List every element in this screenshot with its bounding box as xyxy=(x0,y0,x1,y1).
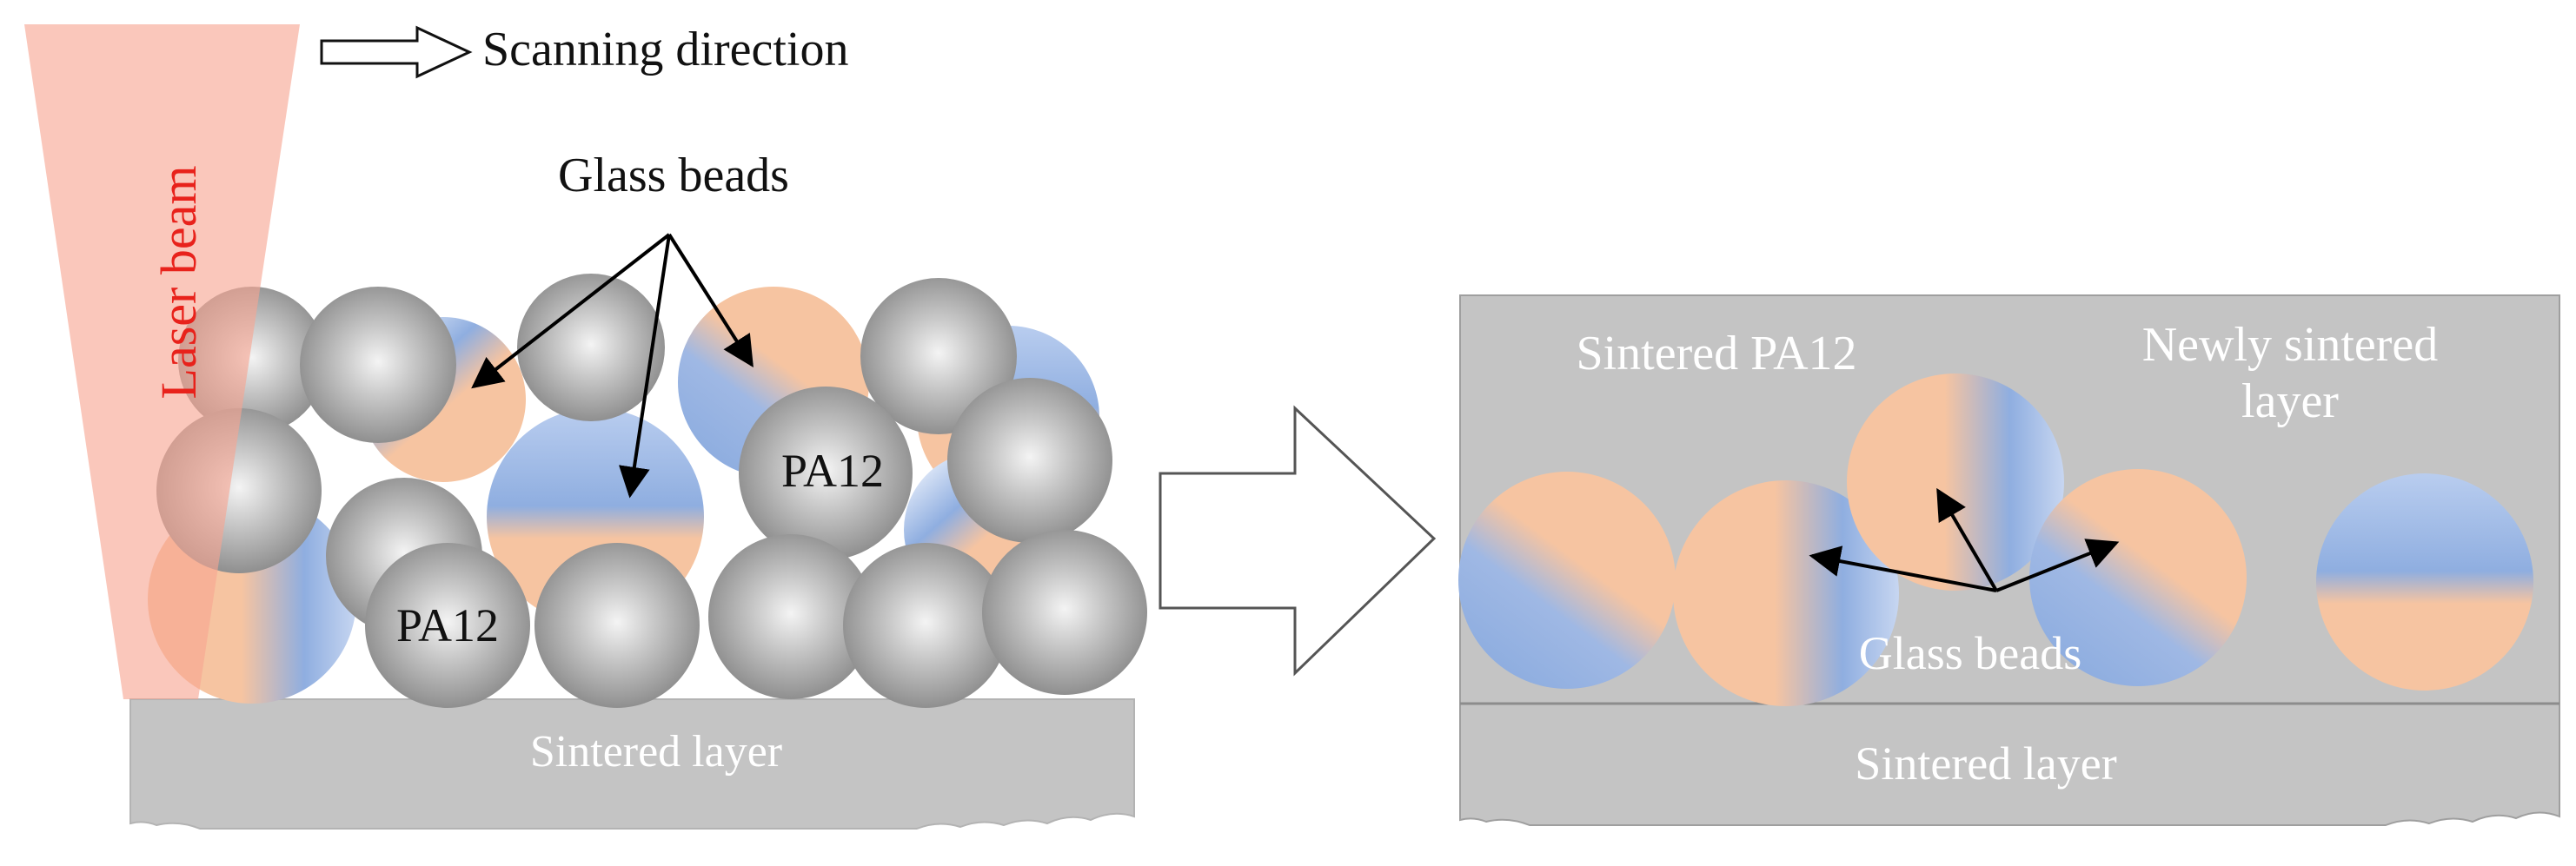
pa12-particle xyxy=(739,387,913,560)
pa12-particle xyxy=(947,378,1112,543)
glass-beads-right-pointers xyxy=(1809,487,2120,592)
sintered-layer-right-substrate xyxy=(1459,703,2560,826)
scanning-direction-label: Scanning direction xyxy=(482,23,848,76)
left-panel: Sintered layer Laser beam xyxy=(24,23,1147,830)
pointer-arrow xyxy=(471,233,671,389)
process-transition-arrow xyxy=(1159,405,1437,677)
pointer-arrow xyxy=(619,234,671,499)
pointer-arrow xyxy=(1809,545,1997,592)
pa12-particle xyxy=(860,278,1017,434)
pa12-particle xyxy=(365,543,530,708)
pa12-particle xyxy=(300,287,456,443)
glass-bead xyxy=(2316,473,2533,691)
sintered-layer-left-label: Sintered layer xyxy=(530,727,782,777)
glass-beads-right-label: Glass beads xyxy=(1859,627,2081,679)
newly-sintered-label-line1: Newly sintered xyxy=(2142,318,2439,372)
laser-beam-cone xyxy=(24,24,300,699)
right-panel: Sintered PA12 Newly sintered layer Glass… xyxy=(1458,294,2560,826)
pa12-particle xyxy=(708,534,873,699)
pa12-particle xyxy=(534,543,700,708)
pa12-particle xyxy=(982,530,1147,695)
sintered-layer-right-label: Sintered layer xyxy=(1855,737,2116,790)
glass-bead xyxy=(1847,374,2064,591)
pa12-particle xyxy=(517,274,665,421)
pa12-label-upper: PA12 xyxy=(781,445,884,497)
glass-beads-left-pointers xyxy=(471,233,754,499)
pointer-arrow xyxy=(667,233,754,368)
pointer-arrow xyxy=(1936,487,1998,592)
sintered-layer-left-substrate xyxy=(129,698,1135,830)
pointer-arrow xyxy=(1995,539,2120,592)
pa12-label-lower: PA12 xyxy=(396,599,499,651)
newly-sintered-label-line2: layer xyxy=(2241,374,2339,428)
laser-beam-label: Laser beam xyxy=(150,166,207,400)
powder-bed xyxy=(148,274,1147,708)
glass-bead xyxy=(2029,469,2247,686)
glass-beads-left-label: Glass beads xyxy=(558,149,789,202)
sintered-pa12-label: Sintered PA12 xyxy=(1576,327,1856,380)
glass-bead xyxy=(1673,480,1899,706)
pa12-particle xyxy=(843,543,1008,708)
glass-bead xyxy=(1458,472,1676,689)
scanning-direction-arrow xyxy=(320,25,473,79)
